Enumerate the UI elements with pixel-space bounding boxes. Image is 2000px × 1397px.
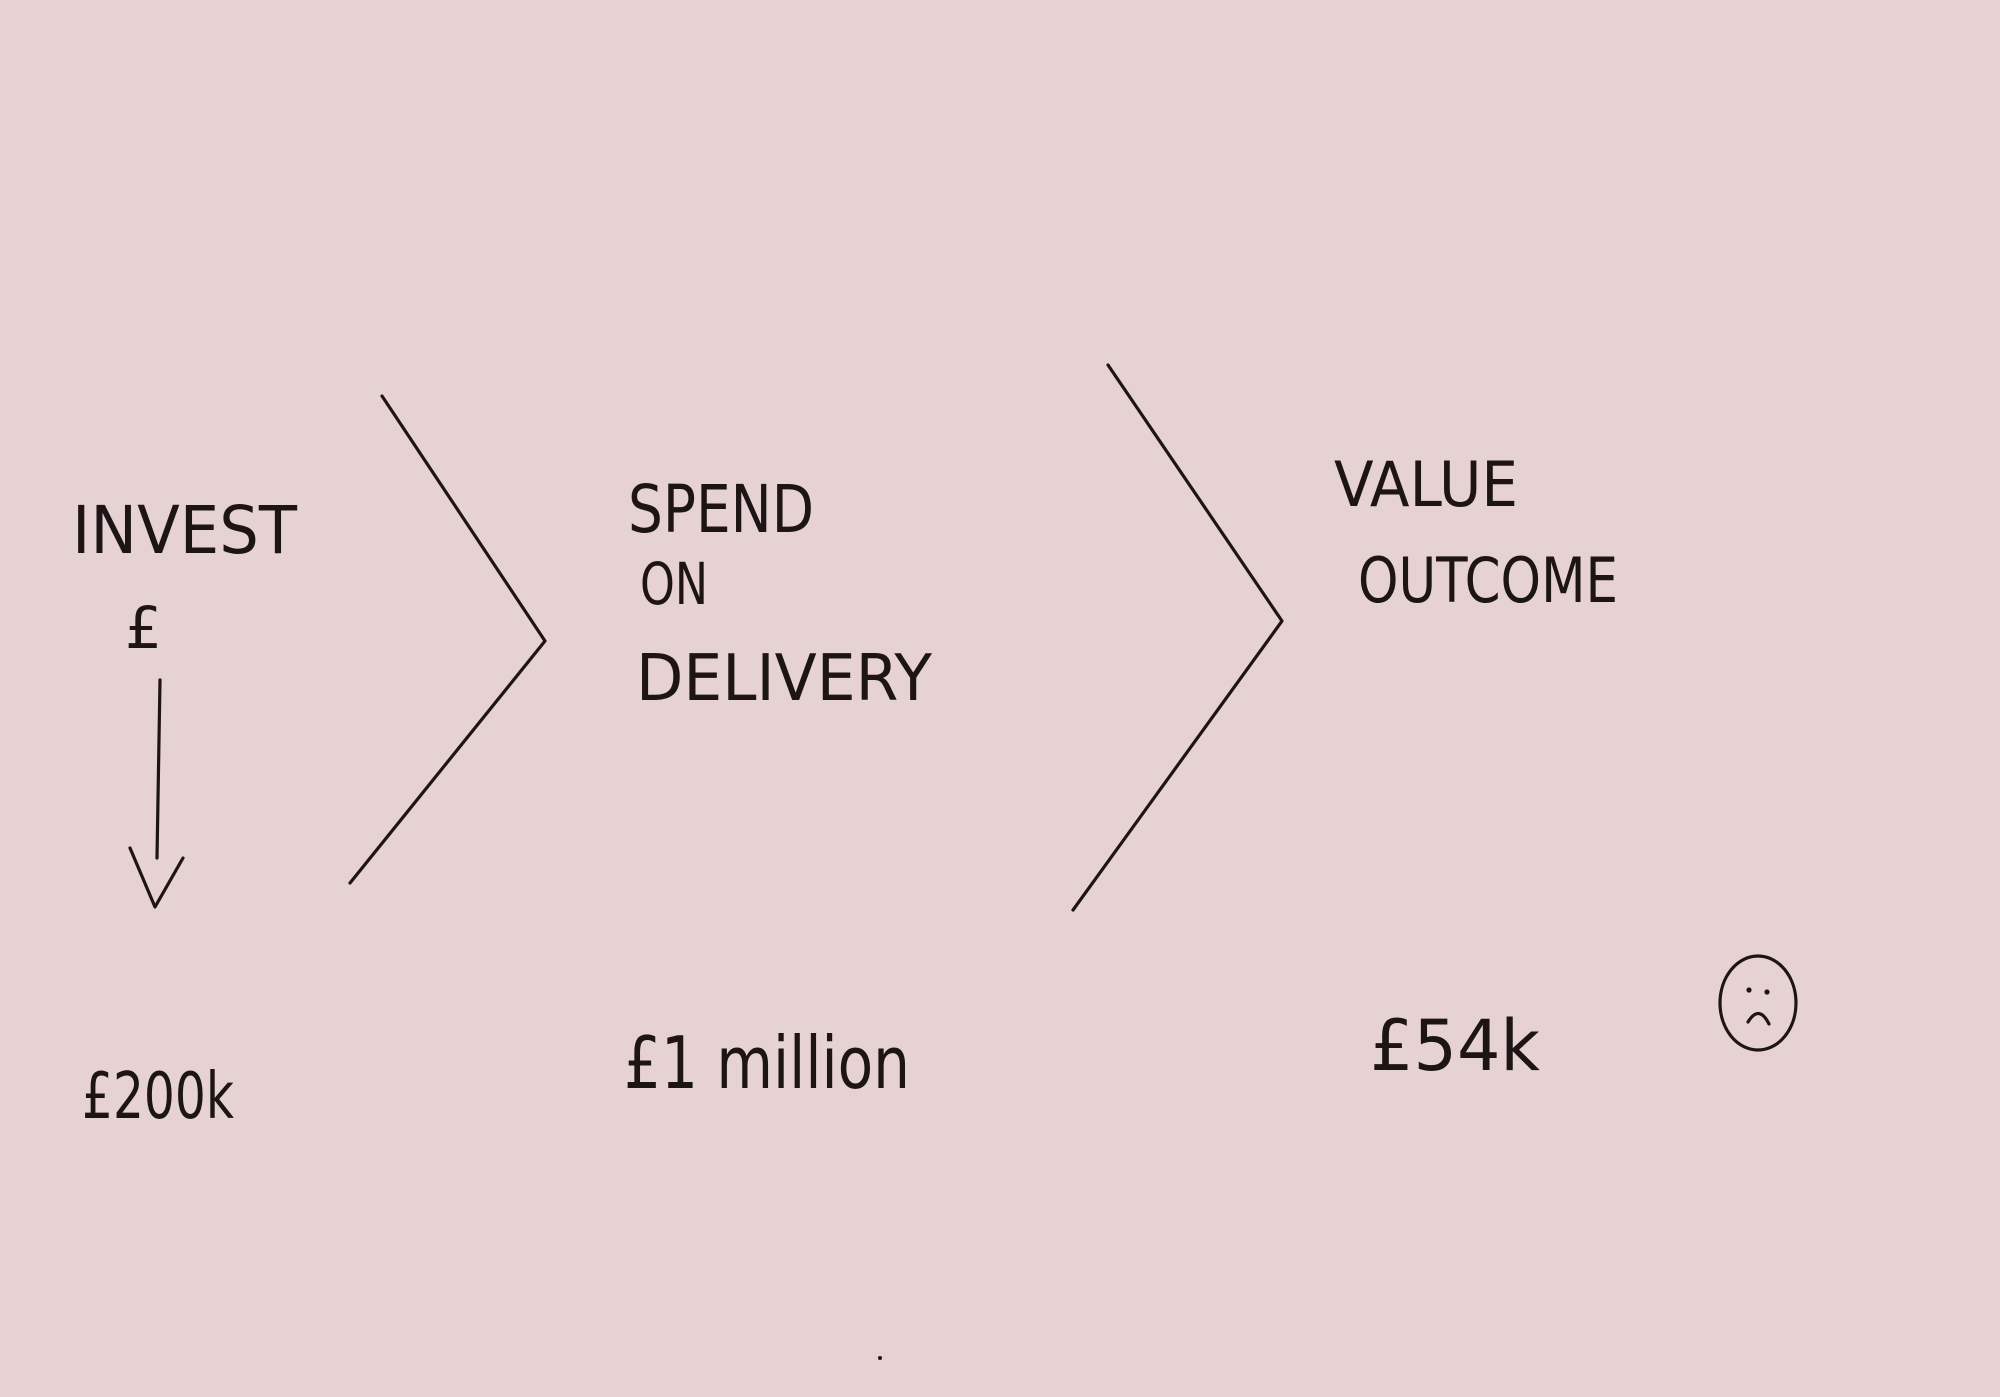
- value-amount: £54k: [1370, 1005, 1540, 1087]
- pound-symbol: £: [125, 594, 162, 662]
- sad-face-icon: [1718, 954, 1798, 1052]
- value-label: VALUE: [1334, 448, 1518, 521]
- stray-dot: [878, 1356, 882, 1360]
- spend-label: SPEND: [628, 471, 814, 548]
- outcome-label: OUTCOME: [1358, 544, 1618, 617]
- chevron-right-icon: [1071, 363, 1284, 912]
- invest-amount: £200k: [82, 1060, 234, 1134]
- delivery-label: DELIVERY: [636, 642, 933, 716]
- on-label: ON: [640, 550, 708, 618]
- chevron-right-icon: [348, 394, 547, 885]
- invest-label: INVEST: [72, 492, 298, 569]
- down-arrow-icon: [128, 678, 185, 909]
- spend-amount: £1 million: [624, 1021, 910, 1105]
